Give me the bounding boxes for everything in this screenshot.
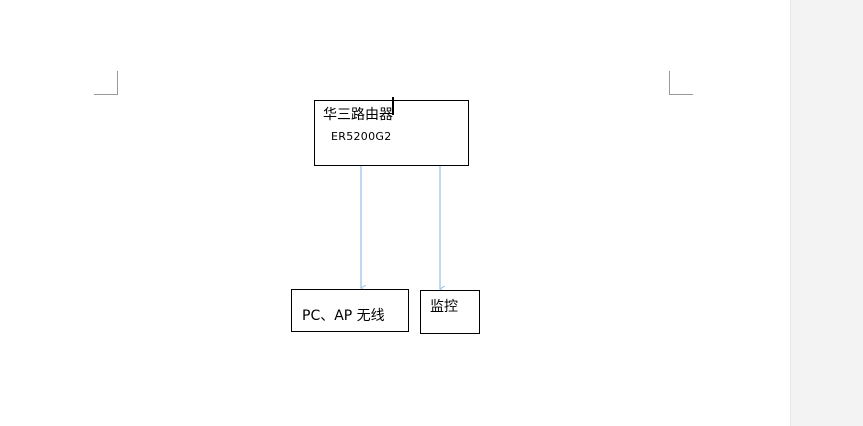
- page-margin-corner-right: [669, 71, 693, 95]
- router-name: 华三路由器: [323, 107, 393, 123]
- pc-ap-label: PC、AP 无线: [302, 308, 385, 324]
- text-cursor: [392, 97, 394, 115]
- monitor-node[interactable]: 监控: [420, 290, 480, 334]
- router-model: ER5200G2: [331, 130, 392, 143]
- side-panel: [790, 0, 863, 426]
- pc-ap-node[interactable]: PC、AP 无线: [291, 289, 409, 332]
- page-margin-corner-left: [94, 71, 118, 95]
- monitor-label: 监控: [430, 299, 458, 315]
- router-node[interactable]: 华三路由器 ER5200G2: [314, 100, 469, 166]
